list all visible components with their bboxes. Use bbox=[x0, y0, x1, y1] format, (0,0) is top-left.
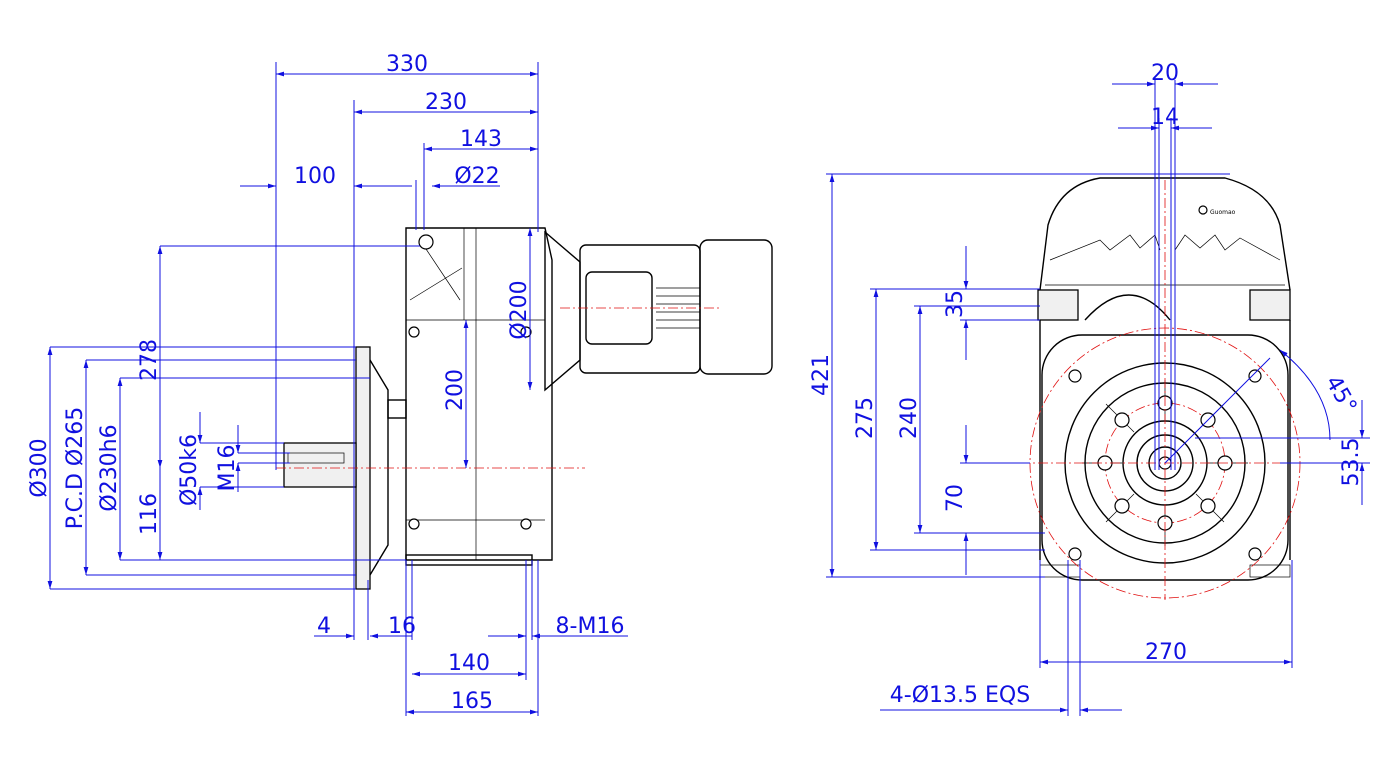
logo-text: Guomao bbox=[1210, 209, 1236, 216]
dim-45-deg: 45° bbox=[1320, 372, 1361, 418]
dim-70: 70 bbox=[943, 484, 968, 512]
motor-fan-cover bbox=[699, 239, 773, 375]
mounting-hole bbox=[1248, 547, 1262, 561]
dim-8-m16: 8-M16 bbox=[556, 614, 625, 639]
flange-bolt-hole bbox=[1114, 412, 1130, 428]
right-view: Guomao bbox=[809, 61, 1370, 716]
dim-16: 16 bbox=[388, 614, 416, 639]
dim-100: 100 bbox=[294, 164, 336, 189]
right-boss bbox=[1249, 289, 1291, 321]
left-dimension-lines bbox=[47, 62, 628, 716]
dim-20: 20 bbox=[1151, 61, 1179, 86]
dim-m16: M16 bbox=[215, 445, 240, 492]
housing-sides bbox=[1039, 320, 1291, 560]
dim-dia-230h6: Ø230h6 bbox=[97, 424, 122, 511]
dim-53-5: 53.5 bbox=[1339, 438, 1364, 487]
left-foot bbox=[1039, 564, 1081, 578]
dim-143: 143 bbox=[460, 127, 502, 152]
dim-421: 421 bbox=[809, 354, 834, 396]
dim-140: 140 bbox=[448, 651, 490, 676]
bolt-hole bbox=[520, 518, 532, 530]
bolt-hole bbox=[408, 518, 420, 530]
dim-240: 240 bbox=[897, 397, 922, 439]
dim-330: 330 bbox=[386, 52, 428, 77]
mounting-hole bbox=[1068, 547, 1082, 561]
left-boss bbox=[1037, 289, 1079, 321]
dim-275: 275 bbox=[853, 397, 878, 439]
gear-housing bbox=[405, 227, 553, 561]
mounting-hole bbox=[1248, 369, 1262, 383]
dim-165: 165 bbox=[451, 689, 493, 714]
output-shaft bbox=[283, 442, 357, 488]
flange-bolt-hole bbox=[1200, 498, 1216, 514]
right-dimension-lines bbox=[826, 80, 1370, 716]
right-foot bbox=[1249, 564, 1291, 578]
dim-230: 230 bbox=[425, 90, 467, 115]
dim-270: 270 bbox=[1145, 640, 1187, 665]
mounting-hole bbox=[1068, 369, 1082, 383]
dim-dia-22: Ø22 bbox=[454, 164, 499, 189]
dim-278: 278 bbox=[137, 339, 162, 381]
dim-116: 116 bbox=[137, 493, 162, 535]
bolt-hole bbox=[408, 326, 420, 338]
dim-pcd-265: P.C.D Ø265 bbox=[63, 407, 88, 529]
flange-bolt-hole bbox=[1114, 498, 1130, 514]
left-view: 330 230 143 100 Ø22 Ø200 200 278 Ø300 P.… bbox=[27, 52, 773, 716]
dim-35: 35 bbox=[943, 290, 968, 318]
dim-dia-300: Ø300 bbox=[27, 438, 52, 497]
motor-adapter bbox=[544, 230, 581, 392]
dim-14: 14 bbox=[1151, 105, 1179, 130]
flange-spigot bbox=[387, 399, 407, 419]
logo-mark bbox=[1198, 205, 1208, 215]
dim-4-holes: 4-Ø13.5 EQS bbox=[890, 683, 1030, 708]
dim-200: 200 bbox=[443, 369, 468, 411]
housing-dome bbox=[1039, 177, 1291, 291]
motor-fins bbox=[656, 287, 700, 329]
lifting-eye-hole bbox=[418, 234, 434, 250]
inner-arch bbox=[1084, 294, 1171, 321]
flange-neck bbox=[369, 359, 389, 576]
dim-4: 4 bbox=[317, 614, 331, 639]
dim-dia-200: Ø200 bbox=[507, 280, 532, 339]
dim-dia-50k6: Ø50k6 bbox=[177, 434, 202, 506]
shaft-key bbox=[287, 452, 345, 464]
housing-ribs bbox=[406, 228, 545, 560]
motor-body bbox=[579, 244, 701, 374]
